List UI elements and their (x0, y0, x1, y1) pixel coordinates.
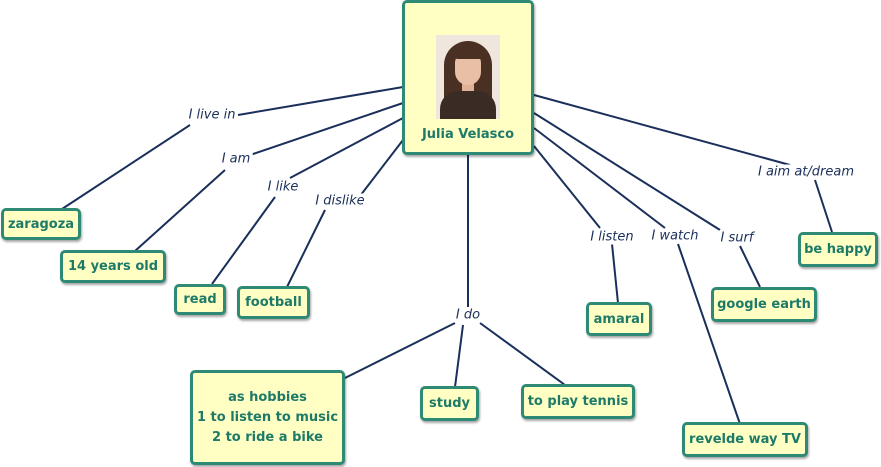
edge-listen-amaral (612, 244, 618, 303)
concept-zaragoza[interactable]: zaragoza (1, 208, 81, 240)
concept-label: read (183, 292, 216, 307)
edge-center-surf (534, 113, 720, 230)
concept-read[interactable]: read (174, 284, 226, 315)
link-label-am: I am (220, 152, 253, 167)
edge-am-age (135, 170, 225, 251)
edge-center-watch (534, 128, 665, 228)
edge-live-zaragoza (62, 125, 190, 209)
link-label-do: I do (454, 308, 482, 323)
edge-do-study (455, 325, 463, 387)
center-node[interactable]: Julia Velasco (402, 0, 534, 155)
concept-age[interactable]: 14 years old (60, 250, 166, 283)
edge-aim-happy (815, 180, 832, 232)
link-label-surf: I surf (719, 231, 756, 246)
portrait-photo (436, 35, 500, 119)
edge-center-dislike (360, 140, 403, 196)
link-label-listen: I listen (588, 230, 635, 245)
link-label-watch: I watch (649, 229, 700, 244)
concept-label: google earth (717, 297, 811, 312)
concept-label: zaragoza (8, 217, 74, 232)
edge-do-hobbies (345, 323, 455, 378)
edge-center-am (250, 103, 403, 155)
center-name: Julia Velasco (422, 127, 514, 142)
concept-label: study (429, 396, 470, 411)
concept-google[interactable]: google earth (711, 287, 817, 322)
edge-watch-tv (678, 244, 740, 424)
concept-tv[interactable]: revelde way TV (682, 422, 808, 457)
link-label-live: I live in (187, 108, 238, 123)
concept-study[interactable]: study (420, 386, 479, 421)
concept-label: 14 years old (68, 259, 158, 274)
edge-do-tennis (480, 323, 565, 385)
edge-dislike-football (287, 210, 325, 287)
link-label-like: I like (266, 180, 301, 195)
concept-label: to play tennis (528, 394, 629, 409)
concept-hobbies[interactable]: as hobbies 1 to listen to music 2 to rid… (190, 370, 345, 465)
concept-label: football (245, 295, 302, 310)
edge-center-listen (534, 146, 600, 228)
concept-label: amaral (594, 312, 645, 327)
concept-amaral[interactable]: amaral (586, 302, 652, 336)
edge-center-like (290, 118, 403, 178)
concept-tennis[interactable]: to play tennis (521, 384, 635, 419)
concept-label: be happy (804, 242, 872, 257)
link-label-dislike: I dislike (313, 194, 366, 209)
edge-like-read (212, 197, 275, 284)
concept-label: as hobbies 1 to listen to music 2 to rid… (197, 388, 338, 448)
concept-label: revelde way TV (689, 432, 801, 447)
concept-happy[interactable]: be happy (798, 232, 878, 267)
link-label-aim: I aim at/dream (756, 165, 856, 180)
edge-center-aim (534, 95, 790, 165)
concept-football[interactable]: football (237, 286, 310, 319)
edge-surf-google (740, 246, 760, 287)
